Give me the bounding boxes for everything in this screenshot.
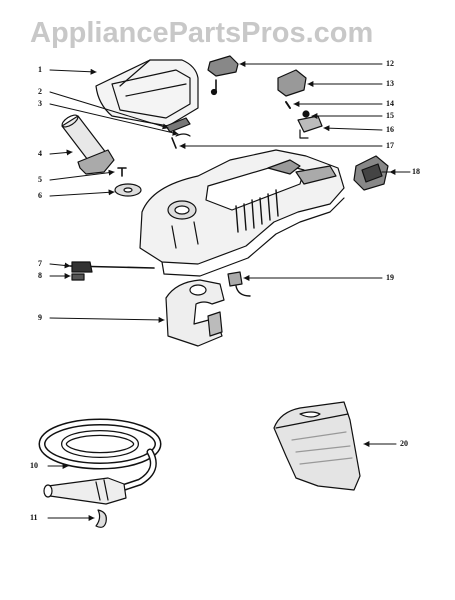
callout-17: 17: [386, 141, 394, 150]
vacuum-body: [139, 149, 345, 277]
part-16-cord-release: [297, 115, 323, 139]
callout-18: 18: [412, 167, 420, 176]
callout-5: 5: [38, 175, 42, 184]
callout-16: 16: [386, 125, 394, 134]
callout-3: 3: [38, 99, 42, 108]
callout-14: 14: [386, 99, 394, 108]
callout-9: 9: [38, 313, 42, 322]
part-9-filter-housing: [165, 279, 225, 347]
callout-12: 12: [386, 59, 394, 68]
part-19-cord-plug: [227, 271, 251, 297]
callout-8: 8: [38, 271, 42, 280]
callout-15: 15: [386, 111, 394, 120]
part-1-top-cover: [95, 59, 218, 127]
callout-20: 20: [400, 439, 408, 448]
part-17-screw: [171, 137, 177, 149]
part-7-8-cord: [69, 261, 155, 281]
part-5-screw: [117, 167, 127, 177]
callout-13: 13: [386, 79, 394, 88]
watermark-logo: AppliancePartsPros.com: [30, 17, 374, 49]
callout-4: 4: [38, 149, 42, 158]
part-4-inlet: [61, 114, 115, 175]
callout-10: 10: [30, 461, 38, 470]
part-20-dust-bag: [273, 401, 361, 491]
callout-6: 6: [38, 191, 42, 200]
leader-lines: [47, 61, 411, 521]
callout-1: 1: [38, 65, 42, 74]
part-10-hose: [38, 418, 162, 505]
part-14-15-pins: [285, 101, 310, 118]
part-6-washer: [114, 183, 142, 197]
part-11-clip: [95, 509, 107, 528]
part-12-switch: [207, 55, 239, 93]
callout-19: 19: [386, 273, 394, 282]
part-13-button: [277, 69, 307, 97]
callout-7: 7: [38, 259, 42, 268]
callout-2: 2: [38, 87, 42, 96]
part-18-switch-box: [353, 155, 389, 191]
callout-11: 11: [30, 513, 38, 522]
